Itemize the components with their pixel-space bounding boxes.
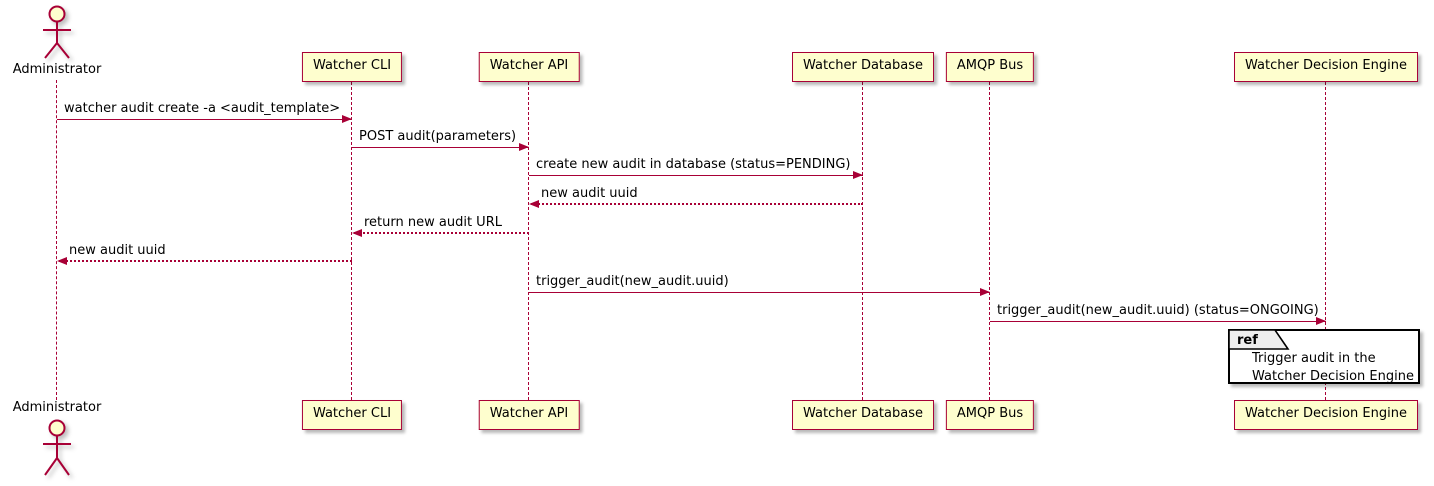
arrowhead-left-icon: [57, 257, 67, 265]
arrowhead-right-icon: [980, 288, 990, 296]
message-line: [59, 260, 352, 262]
message-label: trigger_audit(new_audit.uuid) (status=ON…: [997, 303, 1319, 318]
message-label: create new audit in database (status=PEN…: [536, 157, 851, 172]
actor-label-top: Administrator: [12, 62, 102, 77]
ref-tag-label: ref: [1237, 333, 1258, 348]
participant-top-watcher-cli: Watcher CLI: [301, 52, 403, 82]
message-label: POST audit(parameters): [359, 129, 517, 144]
message-line: [57, 119, 352, 120]
lifeline-watcher-api: [528, 82, 529, 400]
lifeline-watcher-database: [862, 82, 863, 400]
arrowhead-left-icon: [529, 200, 539, 208]
message-label: new audit uuid: [69, 243, 166, 258]
ref-body: Trigger audit in the Watcher Decision En…: [1252, 350, 1414, 386]
message-label: watcher audit create -a <audit_template>: [64, 101, 341, 116]
ref-text-line-1: Trigger audit in the: [1252, 351, 1376, 366]
lifeline-watcher-decision-engine: [1325, 82, 1326, 400]
message-line: [529, 175, 863, 176]
arrowhead-right-icon: [519, 143, 529, 151]
participant-bottom-watcher-database: Watcher Database: [792, 400, 934, 430]
arrowhead-left-icon: [352, 229, 362, 237]
lifeline-amqp-bus: [989, 82, 990, 400]
message-line: [529, 292, 990, 293]
message-label: trigger_audit(new_audit.uuid): [536, 274, 729, 289]
ref-tag: ref: [1228, 329, 1290, 350]
participant-bottom-watcher-api: Watcher API: [478, 400, 580, 430]
actor-figure-icon: [43, 5, 71, 59]
participant-bottom-amqp-bus: AMQP Bus: [945, 400, 1035, 430]
participant-bottom-watcher-decision-engine: Watcher Decision Engine: [1234, 400, 1418, 430]
message-line: [990, 321, 1326, 322]
message-line: [352, 147, 529, 148]
lifeline-administrator: [56, 80, 57, 400]
actor-figure-icon: [43, 419, 71, 476]
message-label: return new audit URL: [364, 215, 502, 230]
participant-top-amqp-bus: AMQP Bus: [945, 52, 1035, 82]
participant-bottom-watcher-cli: Watcher CLI: [301, 400, 403, 430]
participant-top-watcher-decision-engine: Watcher Decision Engine: [1234, 52, 1418, 82]
participant-top-watcher-database: Watcher Database: [792, 52, 934, 82]
ref-fragment: ref Trigger audit in the Watcher Decisio…: [1228, 329, 1420, 384]
lifeline-watcher-cli: [351, 82, 352, 400]
message-line: [354, 232, 529, 234]
message-label: new audit uuid: [541, 186, 638, 201]
arrowhead-right-icon: [1316, 317, 1326, 325]
arrowhead-right-icon: [342, 115, 352, 123]
actor-label-bottom: Administrator: [12, 400, 102, 415]
participant-top-watcher-api: Watcher API: [478, 52, 580, 82]
message-line: [531, 203, 863, 205]
ref-text-line-2: Watcher Decision Engine: [1252, 369, 1414, 384]
arrowhead-right-icon: [853, 171, 863, 179]
